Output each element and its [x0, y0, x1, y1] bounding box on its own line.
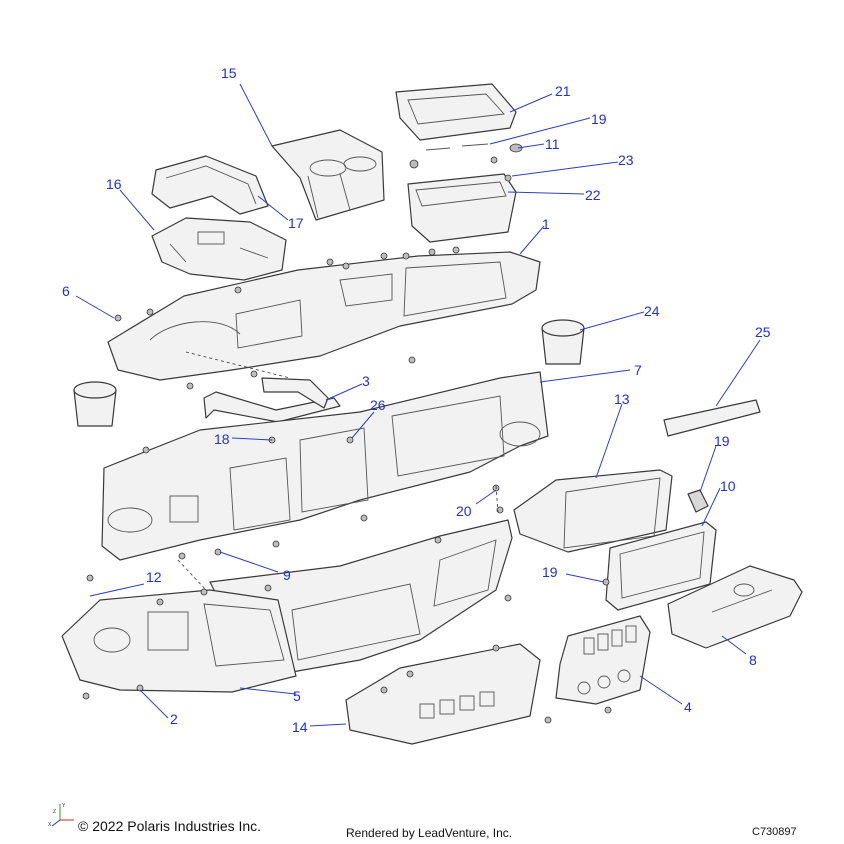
part-13-glovebox-housing: [513, 469, 673, 553]
screws-part-1: [114, 246, 460, 390]
callout-5: 5: [293, 688, 301, 704]
callout-7: 7: [634, 362, 642, 378]
callout-6: 6: [62, 283, 70, 299]
rendered-by-text: Rendered by LeadVenture, Inc.: [346, 826, 513, 840]
callout-16: 16: [106, 176, 122, 192]
callout-2: 2: [170, 711, 178, 727]
callout-25: 24: [644, 303, 660, 319]
callout-15: 15: [221, 65, 237, 81]
part-3-brackets: [203, 377, 341, 423]
part-16-gauge-housing: [151, 217, 287, 281]
callout-17: 17: [288, 215, 304, 231]
callout-labels: 15 21 19 11 23 22 16 17 1 6 24 25 7 3 13…: [62, 65, 771, 735]
part-4-switch-panel: [555, 615, 651, 705]
callout-19-bottom: 19: [542, 564, 558, 580]
part-14-lower-storage-tray: [345, 643, 541, 745]
callout-3: 3: [362, 373, 370, 389]
diagram-code: C730897: [752, 826, 797, 838]
part-8-glovebox-door: [667, 565, 803, 649]
axis-x-label: X: [48, 822, 52, 828]
part-20-latch: [687, 489, 709, 513]
callout-19-top: 19: [591, 111, 607, 127]
callout-4: 4: [684, 699, 692, 715]
axis-triad-icon: Y Z X: [48, 803, 74, 828]
callout-9: 9: [283, 567, 291, 583]
hardware-top-center: [409, 143, 523, 169]
axis-y-label: Y: [62, 803, 66, 809]
callout-10: 10: [720, 478, 736, 494]
assembly-guide-lines: [177, 351, 499, 591]
callout-18: 18: [214, 431, 230, 447]
part-22-storage-lid: [395, 83, 517, 141]
part-7-main-dash-panel: [101, 371, 549, 561]
part-5-lower-panel: [61, 589, 297, 693]
leader-lines: [75, 83, 761, 727]
part-26-trim-strip: [663, 399, 761, 437]
part-15-cupholder-console: [271, 129, 385, 221]
callout-13: 13: [614, 391, 630, 407]
callout-14: 14: [292, 719, 308, 735]
callout-1: 1: [542, 216, 550, 232]
callout-12: 12: [146, 569, 162, 585]
callout-26: 25: [755, 324, 771, 340]
axis-z-label: Z: [53, 809, 56, 815]
callout-11: 11: [545, 136, 560, 152]
callout-20: 19: [714, 433, 730, 449]
part-23-storage-bin: [407, 173, 517, 243]
cup-insert-left: [73, 381, 117, 427]
callout-24: 23: [618, 152, 634, 168]
part-1-upper-dash: [107, 251, 541, 381]
callout-22: 21: [555, 83, 571, 99]
callout-27: 26: [370, 397, 386, 413]
part-17-gauge-bezel: [151, 155, 269, 215]
callout-23: 22: [585, 187, 601, 203]
callout-21: 20: [456, 503, 472, 519]
part-25-cup-insert-right: [541, 319, 585, 365]
callout-8: 8: [749, 652, 757, 668]
copyright-text: © 2022 Polaris Industries Inc.: [78, 818, 262, 834]
misc-screws: [82, 436, 612, 724]
